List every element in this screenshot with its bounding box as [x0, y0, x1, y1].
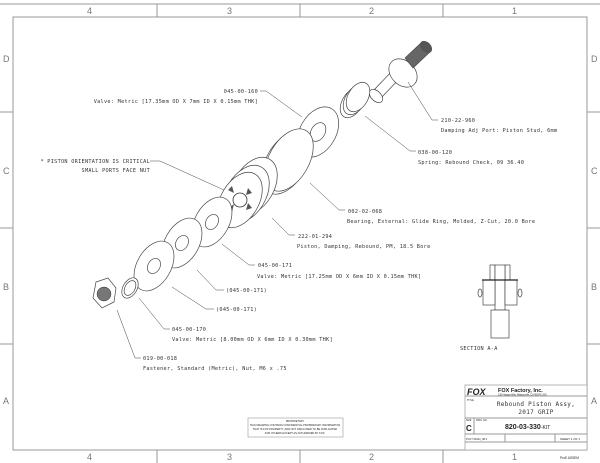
notice-line: FOR OTHERS EXCEPT AS AUTHORIZED BY FOX.: [265, 431, 326, 435]
zone-col-4: 4: [87, 6, 92, 16]
leader-lines: [116, 81, 438, 359]
sheet-number: SHEET 1 OF 1: [560, 437, 580, 441]
orientation-note: SMALL PORTS FACE NUT: [82, 168, 150, 174]
notice-line: PROPRIETARY: [286, 419, 305, 423]
sheet-size: C: [466, 424, 472, 433]
callout-description: Valve: Metric [17.35mm OD X 7mm ID X 0.1…: [94, 99, 258, 105]
callout-description: Bearing, External: Glide Ring, Molded, Z…: [347, 219, 535, 225]
callout-description: Valve: Metric [8.00mm OD X 6mm ID X 0.30…: [172, 337, 333, 343]
callout-description: Fastener, Standard (Metric), Nut, M6 x .…: [143, 366, 287, 372]
zone-row-c: C: [3, 166, 10, 176]
zone-row-c-right: C: [591, 166, 598, 176]
callouts: 045-00-160 Valve: Metric [17.35mm OD X 7…: [40, 89, 557, 372]
piston-stud: [368, 40, 433, 104]
company-name: FOX Factory, Inc.: [498, 388, 543, 394]
company-address: 130 Hangar Way, Watsonville, CA 95076 US…: [498, 394, 547, 397]
zone-col-4-bottom: 4: [87, 452, 92, 462]
callout-description: Piston, Damping, Rebound, PM, 18.5 Bore: [297, 244, 431, 250]
zone-col-2-bottom: 2: [369, 452, 374, 462]
notice-line: THAT IS FOX PROPERTY, AND NOT DISCLOSED …: [253, 427, 337, 431]
callout-part-number: (045-00-171): [226, 288, 267, 294]
callout-description: Spring: Rebound Check, 09 36.40: [418, 160, 524, 166]
rebound-check-spring: [339, 81, 371, 119]
title-label: TITLE: [467, 399, 474, 402]
zone-labels: 4 3 2 1 4 3 2 1 D C B A D C B A: [3, 6, 598, 462]
zone-col-2: 2: [369, 6, 374, 16]
callout-part-number: 045-00-160: [224, 89, 258, 95]
callout-part-number: 210-22-960: [441, 118, 475, 124]
size-label: SIZE: [466, 419, 472, 422]
valve-045-00-170: [121, 277, 139, 299]
zone-col-3-bottom: 3: [227, 452, 232, 462]
callout-part-number: (045-00-171): [216, 307, 257, 313]
drawing-title-line2: 2017 GRIP: [518, 409, 553, 416]
zone-row-a-right: A: [591, 396, 597, 406]
zone-row-b: B: [3, 282, 9, 292]
section-a-a-view: [477, 264, 523, 339]
callout-description: Damping Adj Port: Piston Stud, 6mm: [441, 128, 557, 134]
callout-part-number: 045-00-171: [258, 263, 292, 269]
zone-col-3: 3: [227, 6, 232, 16]
footer-proe: ProE ASSEM: [560, 456, 579, 460]
fox-logo: FOX: [467, 387, 486, 397]
proprietary-notice: PROPRIETARY THIS DRAWING CONTAINS CONFID…: [247, 417, 344, 438]
dwg-no-label: DWG. NO.: [476, 419, 488, 422]
zone-col-1: 1: [512, 6, 517, 16]
zone-row-b-right: B: [591, 282, 597, 292]
notice-line: THIS DRAWING CONTAINS CONFIDENTIAL PROPR…: [250, 423, 340, 427]
callout-part-number: 038-00-120: [418, 150, 452, 156]
callout-part-number: 045-00-170: [172, 327, 206, 333]
plot-info: PLOT 60412_08:1: [466, 437, 488, 441]
callout-part-number: 019-00-018: [143, 356, 177, 362]
zone-row-d-right: D: [591, 54, 598, 64]
nut: [92, 277, 117, 309]
valve-045-00-171-c: [133, 240, 175, 292]
zone-row-d: D: [3, 54, 10, 64]
drawing-number: 820-03-330-KIT: [505, 424, 550, 431]
drawing-frame: [0, 3, 600, 463]
zone-row-a: A: [3, 396, 9, 406]
zone-col-1-bottom: 1: [512, 452, 517, 462]
callout-part-number: 002-02-068: [348, 209, 382, 215]
callout-description: Valve: Metric [17.25mm OD X 6mm ID X 0.1…: [257, 274, 421, 280]
drawing-title: Rebound Piston Assy,: [497, 401, 575, 408]
title-block: FOX FOX Factory, Inc. 130 Hangar Way, Wa…: [464, 384, 588, 460]
section-label: SECTION A-A: [460, 346, 498, 352]
callout-part-number: 222-01-294: [298, 234, 332, 240]
orientation-note: * PISTON ORIENTATION IS CRITICAL: [40, 159, 150, 165]
